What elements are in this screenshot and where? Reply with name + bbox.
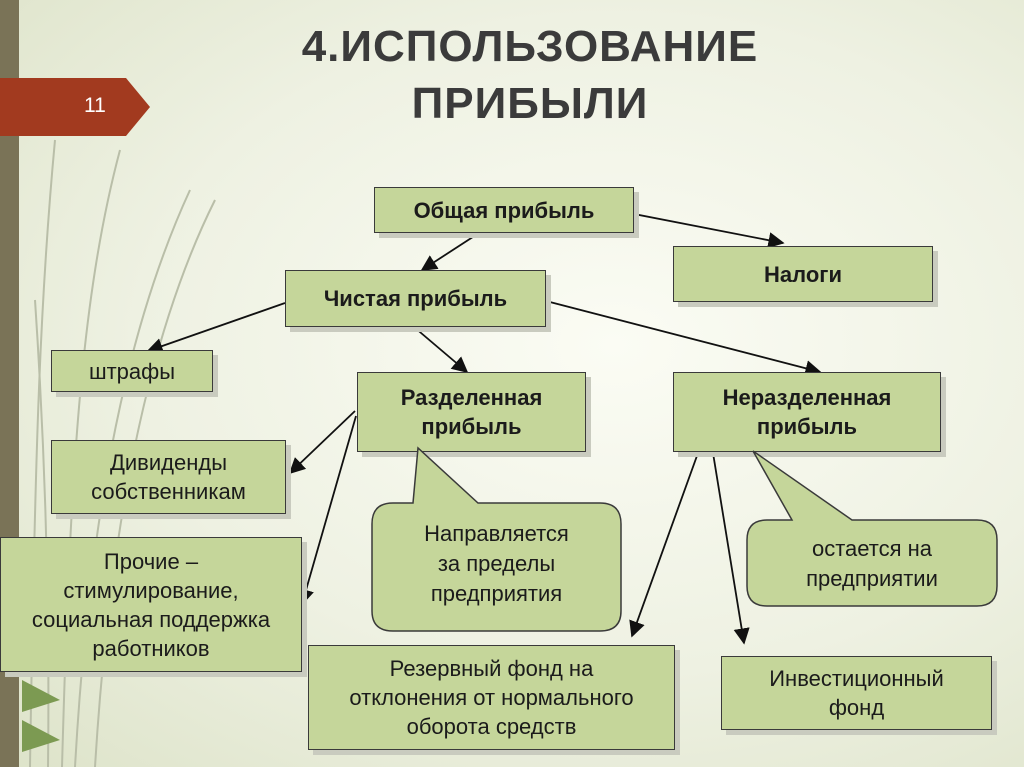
distributed-note-text: Направляется за пределы предприятия <box>372 519 621 609</box>
undistributed-note-text: остается на предприятии <box>747 534 997 594</box>
